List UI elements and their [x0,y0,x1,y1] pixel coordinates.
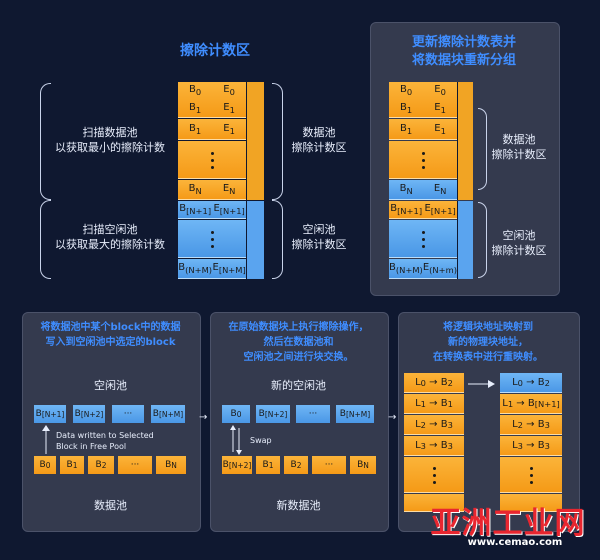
free-pool-label: 空闲池擦除计数区 [291,223,347,251]
table-row: B(N+M)E[N+M] [178,259,246,279]
free-pool-heading: 空闲池 [94,379,127,392]
table-side-strip [457,201,473,279]
free-pool-brace [272,200,283,279]
table-row: B[N+1]E[N+1] [178,201,246,219]
table-row-ellipsis [404,457,464,493]
table-row-ellipsis [500,457,562,493]
table-row-ellipsis [389,141,457,179]
block: B[N+1] [34,405,66,423]
arrow-right-icon: → [388,412,397,423]
block: B[N+2] [222,456,252,474]
block: ··· [312,456,346,474]
block: B[N+2] [73,405,105,423]
data-pool-label: 数据池擦除计数区 [291,126,347,154]
block: ··· [296,405,330,423]
block: ··· [112,405,144,423]
remap-arrow-icon [468,380,495,388]
table-row-ellipsis [178,141,246,179]
left-diagram-title: 擦除计数区 [180,43,250,59]
scan-data-label: 扫描数据池以获取最小的擦除计数 [55,126,165,154]
block: B[N+M] [336,405,374,423]
data-pool-heading: 数据池 [94,499,127,512]
watermark-logo: 亚洲工业网 [430,506,586,541]
write-step-title: 将数据池中某个block中的数据写入到空闲池中选定的block [40,322,181,348]
block: B[N+2] [256,405,290,423]
table-row [404,494,464,512]
arrow-right-icon: → [199,412,208,423]
swap-label: Swap [250,436,272,445]
block: ··· [118,456,152,474]
table-side-strip [457,82,473,200]
table-row: B[N+1]E[N+1] [389,201,457,219]
table-side-strip [246,82,264,200]
new-free-pool-heading: 新的空闲池 [271,379,326,392]
right-free-pool-label: 空闲池擦除计数区 [491,229,547,257]
data-pool-brace [272,83,283,200]
write-arrow-icon [42,425,50,454]
scan-free-label: 扫描空闲池以获取最大的擦除计数 [55,223,165,251]
swap-step-title: 在原始数据块上执行擦除操作，然后在数据池和空闲池之间进行块交换。 [228,322,369,363]
watermark-url: www.cemao.com [467,537,563,548]
right-data-pool-label: 数据池擦除计数区 [491,133,547,161]
table-row: B(N+M)E(N+m) [389,259,457,279]
table-row-ellipsis [389,220,457,258]
swap-arrow-icon [230,425,242,455]
table-row [500,494,562,512]
remap-step-title: 将逻辑块地址映射到新的物理块地址，在转换表中进行重映射。 [433,322,543,363]
block: B[N+M] [151,405,185,423]
table-side-strip [246,201,264,279]
new-data-pool-heading: 新数据池 [276,499,321,512]
table-row-ellipsis [178,220,246,258]
regroup-title: 更新擦除计数表并将数据块重新分组 [411,35,516,68]
